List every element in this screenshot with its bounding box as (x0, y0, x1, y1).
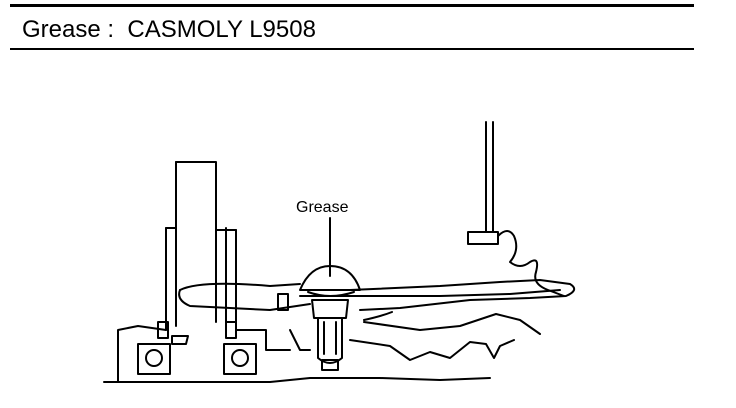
header-bar: Grease : CASMOLY L9508 (10, 4, 694, 50)
vertical-post (165, 161, 237, 331)
grease-spec-label: Grease : CASMOLY L9508 (22, 16, 316, 43)
base-frame (103, 321, 515, 383)
lever-arm (178, 279, 576, 335)
grease-dome (299, 265, 363, 297)
pivot-pin (277, 293, 349, 371)
upper-rod (467, 121, 565, 297)
grease-callout-label: Grease (296, 199, 349, 216)
